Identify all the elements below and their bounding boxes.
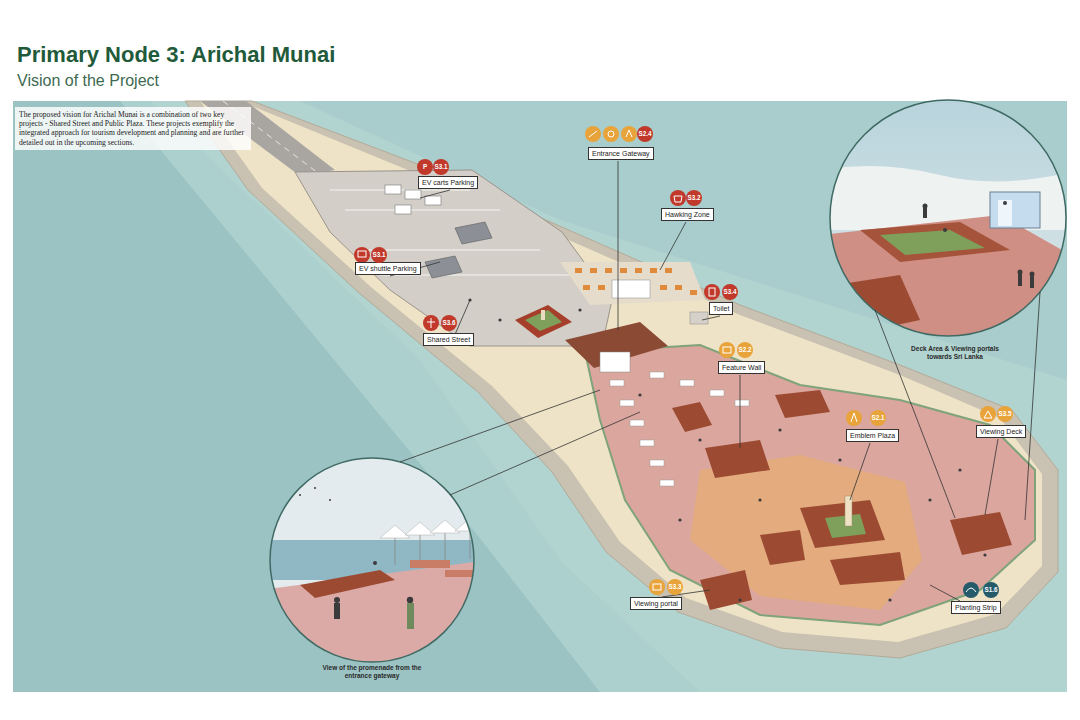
callout-number: S3.5 xyxy=(997,406,1013,422)
callout-number: S2.1 xyxy=(870,410,886,426)
label-text: Planting Strip xyxy=(955,603,997,612)
label-box: Planting Strip xyxy=(951,601,1001,614)
label-box: Feature Wall xyxy=(718,361,765,374)
callout-number: S3.6 xyxy=(441,315,457,331)
callout-number: S2.4 xyxy=(637,126,653,142)
page-title: Primary Node 3: Arichal Munai xyxy=(17,42,335,68)
label-box: Viewing portal xyxy=(630,597,682,610)
label-box: Shared Street xyxy=(423,333,474,346)
callout-number: S3.3 xyxy=(667,579,683,595)
callout-number: P xyxy=(417,159,433,175)
callout-number: S1.6 xyxy=(983,582,999,598)
label-box: Emblem Plaza xyxy=(846,429,899,442)
description-panel: The proposed vision for Arichal Munai is… xyxy=(15,107,251,150)
callout-number: S3.2 xyxy=(686,190,702,206)
label-text: Toilet xyxy=(713,304,729,313)
label-text: The proposed vision for Arichal Munai is… xyxy=(19,110,247,147)
label-box: EV carts Parking xyxy=(418,176,478,189)
label-box: Viewing Deck xyxy=(976,425,1026,438)
label-text: Emblem Plaza xyxy=(850,431,895,440)
label-box: Entrance Gateway xyxy=(588,147,654,160)
label-text: Shared Street xyxy=(427,335,470,344)
label-text: Hawking Zone xyxy=(665,210,710,219)
label-text: EV shuttle Parking xyxy=(359,264,417,273)
callout-number: S3.4 xyxy=(722,284,738,300)
label-text: Feature Wall xyxy=(722,363,761,372)
label-box: Toilet xyxy=(709,302,733,315)
label-box: EV shuttle Parking xyxy=(355,262,421,275)
callout-number: S3.1 xyxy=(433,159,449,175)
label-box: Hawking Zone xyxy=(661,208,714,221)
label-text: Entrance Gateway xyxy=(592,149,650,158)
label-text: Viewing Deck xyxy=(980,427,1022,436)
page-subtitle: Vision of the Project xyxy=(17,72,159,90)
callout-number: S3.1 xyxy=(371,247,387,263)
label-text: Viewing portal xyxy=(634,599,678,608)
inset-caption: View of the promenade from the entrance … xyxy=(310,664,434,680)
label-text: EV carts Parking xyxy=(422,178,474,187)
inset-caption: Deck Area & Viewing portals towards Sri … xyxy=(903,345,1007,361)
callout-number: S2.2 xyxy=(737,342,753,358)
